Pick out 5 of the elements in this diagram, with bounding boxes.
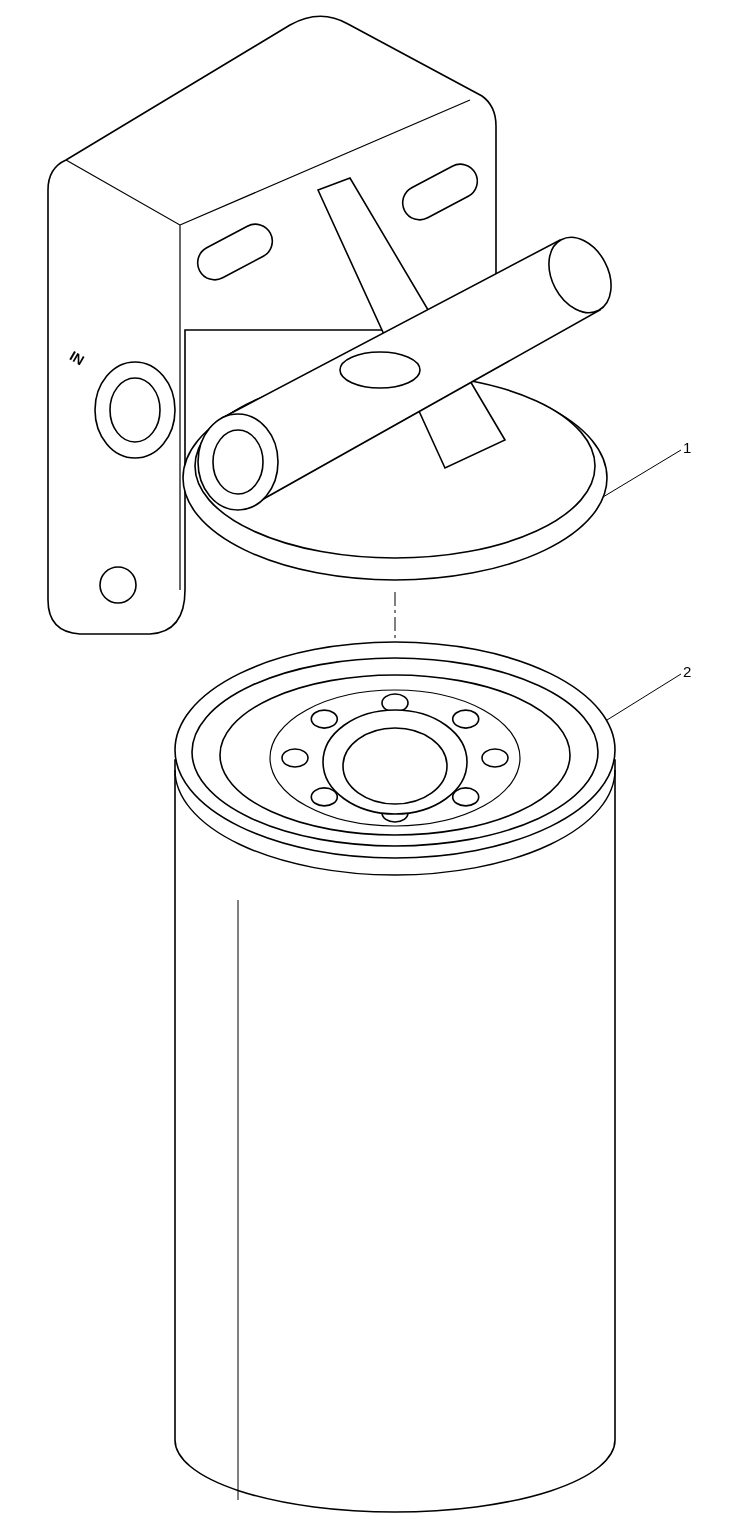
leader-line	[606, 673, 682, 721]
callout-number: 2	[683, 664, 692, 679]
callout-number: 1	[683, 440, 692, 455]
port-marking: IN	[66, 347, 88, 369]
leader-line	[602, 449, 682, 498]
